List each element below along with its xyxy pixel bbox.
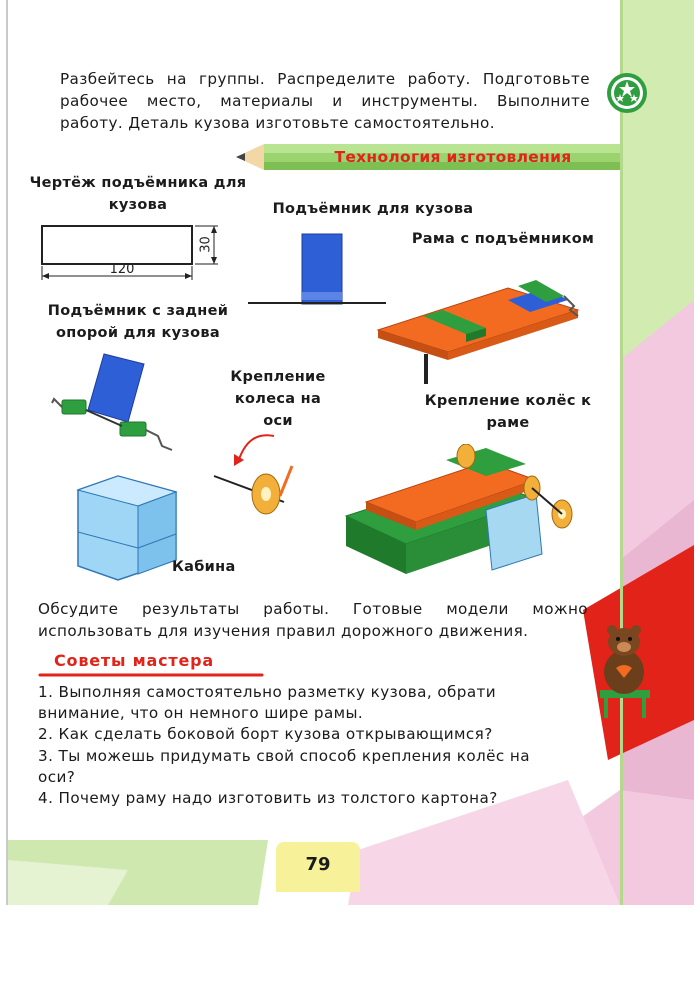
- frame-with-lift-figure: [376, 280, 580, 384]
- wheels-frame-label: Крепление колёс к раме: [424, 393, 592, 431]
- frame-with-lift-label: Рама с подъёмником: [411, 231, 595, 247]
- tips-title: Советы мастера: [54, 651, 214, 670]
- lift-label: Подъёмник для кузова: [272, 201, 474, 217]
- lift-rear-support-figure: [51, 353, 173, 451]
- tip-item: 2. Как сделать боковой борт кузова откры…: [38, 725, 493, 743]
- tip-item: 3. Ты можешь придумать свой способ крепл…: [38, 747, 530, 786]
- drawing-title: Чертёж подъёмника для кузова: [29, 175, 247, 213]
- pencil-banner-icon: [236, 144, 620, 170]
- page-number: 79: [305, 854, 331, 875]
- truck-model-figure: [344, 444, 573, 574]
- intro-paragraph: Разбейтесь на группы. Распределите работ…: [60, 70, 590, 132]
- tips-underline: [38, 673, 264, 677]
- lift-rear-support-label: Подъёмник с задней опорой для кузова: [47, 303, 229, 341]
- cabin-label: Кабина: [172, 559, 236, 575]
- wheel-axle-figure: [213, 434, 294, 515]
- drawing-width-label: 120: [109, 262, 135, 277]
- drawing-height-label: 30: [198, 236, 214, 253]
- banner-title: Технология изготовления: [334, 148, 572, 166]
- stars-badge-icon: [607, 73, 647, 113]
- lift-figure: [248, 233, 386, 305]
- cabin-figure: [76, 475, 178, 581]
- wheel-axle-label: Крепление колеса на оси: [230, 369, 326, 429]
- textbook-page: Разбейтесь на группы. Распределите работ…: [6, 0, 694, 905]
- page-number-tab: [276, 842, 360, 892]
- page-background-decor: [8, 0, 694, 905]
- tip-item: 4. Почему раму надо изготовить из толсто…: [38, 789, 498, 807]
- lift-drawing-figure: [41, 225, 218, 280]
- bear-mascot-icon: [600, 625, 650, 718]
- tip-item: 1. Выполняя самостоятельно разметку кузо…: [38, 683, 497, 722]
- discuss-paragraph: Обсудите результаты работы. Готовые моде…: [38, 600, 588, 640]
